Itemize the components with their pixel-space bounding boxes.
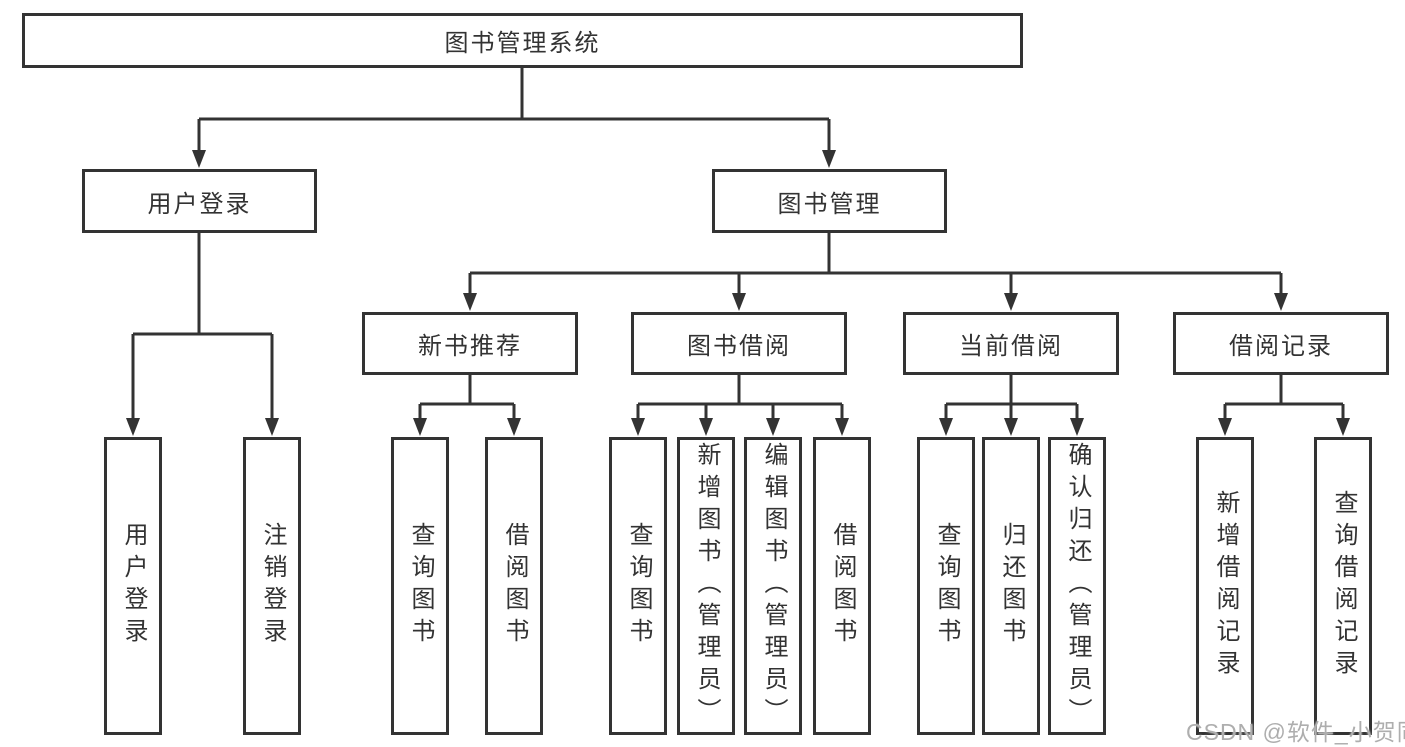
node-book-borrow: 图书借阅 — [631, 312, 847, 375]
leaf-borrow-books-recommend: 借阅图书 — [485, 437, 543, 735]
leaf-label: 查询图书 — [625, 522, 652, 650]
node-new-book-recommend: 新书推荐 — [362, 312, 578, 375]
node-root: 图书管理系统 — [22, 13, 1023, 68]
leaf-return-book: 归还图书 — [982, 437, 1040, 735]
leaf-logout: 注销登录 — [243, 437, 301, 735]
arrow-down-icon — [463, 293, 477, 311]
leaf-borrow-books: 借阅图书 — [813, 437, 871, 735]
arrow-down-icon — [766, 418, 780, 436]
leaf-confirm-return-admin: 确认归还（管理员） — [1048, 437, 1106, 735]
connector-book-borrow-to-leaves — [631, 374, 849, 436]
node-user-login: 用户登录 — [82, 169, 317, 233]
leaf-query-borrow-record: 查询借阅记录 — [1314, 437, 1372, 735]
leaf-label: 归还图书 — [998, 522, 1025, 650]
arrow-down-icon — [265, 418, 279, 436]
arrow-down-icon — [822, 150, 836, 168]
arrow-down-icon — [507, 418, 521, 436]
arrow-down-icon — [1070, 418, 1084, 436]
connector-user-login-to-leaves — [126, 231, 279, 436]
connector-book-management-to-level2 — [463, 231, 1288, 311]
arrow-down-icon — [631, 418, 645, 436]
leaf-label: 查询借阅记录 — [1330, 490, 1357, 682]
leaf-label: 查询图书 — [407, 522, 434, 650]
leaf-label: 借阅图书 — [501, 522, 528, 650]
node-book-management: 图书管理 — [712, 169, 947, 233]
connector-root-to-level1 — [192, 66, 836, 168]
leaf-user-login: 用户登录 — [104, 437, 162, 735]
leaf-label: 注销登录 — [259, 522, 286, 650]
leaf-edit-book-admin: 编辑图书（管理员） — [744, 437, 802, 735]
leaf-label: 新增借阅记录 — [1212, 490, 1239, 682]
leaf-label: 用户登录 — [120, 522, 147, 650]
node-borrow-records: 借阅记录 — [1173, 312, 1389, 375]
node-current-borrow: 当前借阅 — [903, 312, 1119, 375]
arrow-down-icon — [1336, 418, 1350, 436]
arrow-down-icon — [1218, 418, 1232, 436]
leaf-query-books-recommend: 查询图书 — [391, 437, 449, 735]
connector-borrow-records-to-leaves — [1218, 374, 1350, 436]
arrow-down-icon — [192, 150, 206, 168]
arrow-down-icon — [1004, 293, 1018, 311]
connector-current-borrow-to-leaves — [939, 374, 1084, 436]
arrow-down-icon — [413, 418, 427, 436]
arrow-down-icon — [1004, 418, 1018, 436]
leaf-label: 编辑图书（管理员） — [760, 442, 787, 730]
leaf-add-borrow-record: 新增借阅记录 — [1196, 437, 1254, 735]
leaf-add-book-admin: 新增图书（管理员） — [677, 437, 735, 735]
csdn-watermark: CSDN @软件_小贺同学 — [1186, 719, 1405, 745]
arrow-down-icon — [939, 418, 953, 436]
leaf-query-books-current: 查询图书 — [917, 437, 975, 735]
leaf-label: 确认归还（管理员） — [1064, 442, 1091, 730]
arrow-down-icon — [835, 418, 849, 436]
leaf-label: 新增图书（管理员） — [693, 442, 720, 730]
connector-new-book-recommend-to-leaves — [413, 374, 521, 436]
leaf-label: 查询图书 — [933, 522, 960, 650]
arrow-down-icon — [699, 418, 713, 436]
arrow-down-icon — [126, 418, 140, 436]
leaf-label: 借阅图书 — [829, 522, 856, 650]
leaf-query-books-borrow: 查询图书 — [609, 437, 667, 735]
arrow-down-icon — [732, 293, 746, 311]
arrow-down-icon — [1274, 293, 1288, 311]
